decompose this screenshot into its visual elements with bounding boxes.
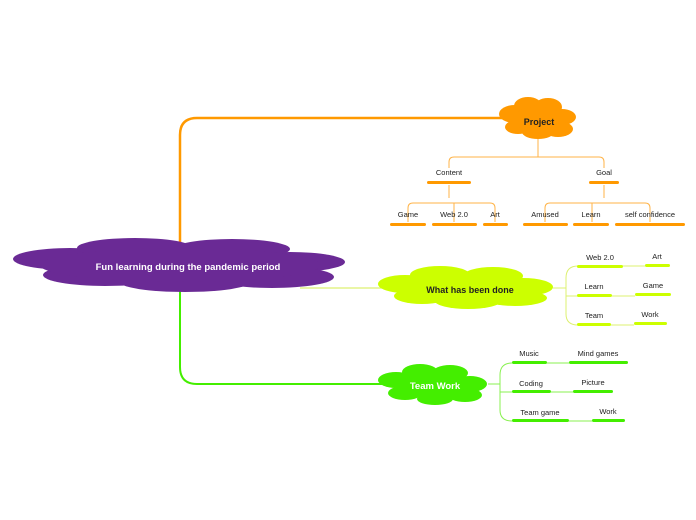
- goal-child-label: Amused: [531, 210, 559, 219]
- connector-center-team: [179, 285, 390, 385]
- team-right-label: Mind games: [577, 349, 619, 358]
- connector-center-project: [178, 116, 510, 250]
- team-node-label: Team Work: [409, 381, 461, 392]
- goal-topic-label: Goal: [596, 168, 612, 177]
- done-node-label: What has been done: [426, 285, 514, 295]
- goal-child-label: Learn: [581, 210, 601, 219]
- goal-child-underline: [615, 223, 685, 226]
- team-left-label: Music: [519, 349, 539, 358]
- team-left-label: Coding: [519, 379, 543, 388]
- center-node-cloud[interactable]: [13, 238, 345, 292]
- content-topic-label: Content: [435, 168, 463, 177]
- team-right-label: Picture: [581, 378, 605, 387]
- done-right-label: Art: [652, 252, 662, 261]
- content-child-label: Art: [490, 210, 500, 219]
- center-node-label: Fun learning during the pandemic period: [95, 262, 281, 273]
- done-right-label: Game: [642, 281, 664, 290]
- team-right-underline: [573, 390, 613, 393]
- done-connectors: [553, 265, 645, 326]
- content-child-underline: [432, 223, 477, 226]
- done-left-label: Learn: [584, 282, 604, 291]
- done-left-underline: [577, 294, 612, 297]
- team-left-label: Team game: [520, 408, 560, 417]
- done-left-label: Team: [584, 311, 604, 320]
- team-connectors: [488, 362, 592, 422]
- content-child-underline: [483, 223, 508, 226]
- team-left-underline: [512, 419, 569, 422]
- done-left-label: Web 2.0: [586, 253, 614, 262]
- goal-child-underline: [523, 223, 568, 226]
- team-left-underline: [512, 361, 547, 364]
- done-right-label: Work: [641, 310, 659, 319]
- goal-child-underline: [573, 223, 609, 226]
- team-left-underline: [512, 390, 551, 393]
- project-node-label: Project: [523, 117, 555, 127]
- project-connectors: [407, 138, 651, 222]
- team-node-cloud[interactable]: [378, 364, 487, 405]
- done-right-underline: [645, 264, 670, 267]
- done-left-underline: [577, 265, 623, 268]
- project-node-cloud[interactable]: [499, 97, 576, 139]
- content-topic-underline: [427, 181, 471, 184]
- done-right-underline: [634, 322, 667, 325]
- content-child-underline: [390, 223, 426, 226]
- done-right-underline: [635, 293, 671, 296]
- goal-child-label: self confidence: [624, 210, 676, 219]
- team-right-underline: [592, 419, 625, 422]
- content-child-label: Game: [397, 210, 419, 219]
- done-left-underline: [577, 323, 611, 326]
- done-node-cloud[interactable]: [378, 266, 553, 309]
- team-right-label: Work: [599, 407, 617, 416]
- goal-topic-underline: [589, 181, 619, 184]
- content-child-label: Web 2.0: [440, 210, 468, 219]
- team-right-underline: [569, 361, 628, 364]
